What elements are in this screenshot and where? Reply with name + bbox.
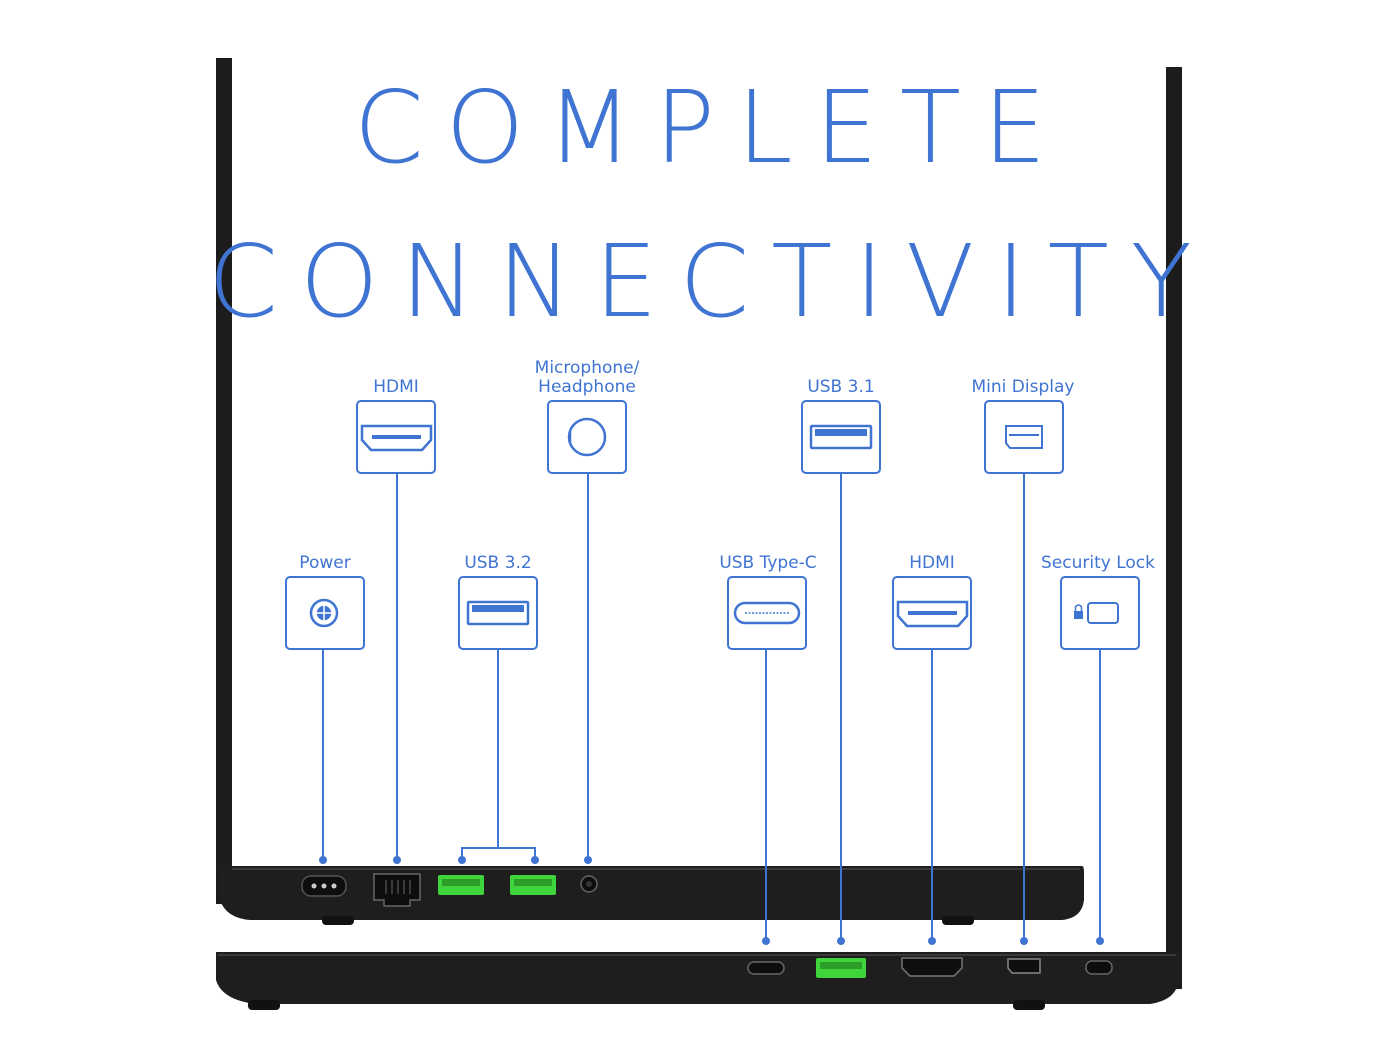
left-laptop-base <box>218 866 1084 920</box>
mini-displayport-icon <box>1005 425 1043 449</box>
physical-ethernet-port <box>373 873 421 907</box>
usb31-icon-box <box>801 400 881 474</box>
power-connector-icon <box>309 598 339 628</box>
physical-hdmi-port <box>901 957 963 977</box>
physical-usb32-port-1 <box>438 875 484 895</box>
audio-icon-box <box>547 400 627 474</box>
left-laptop-screen-edge <box>216 58 232 904</box>
usb32-icon-box <box>458 576 538 650</box>
label-security-lock: Security Lock <box>1041 553 1155 573</box>
usb-a-icon <box>809 424 873 450</box>
physical-usb31-port <box>816 958 866 978</box>
physical-power-port <box>301 875 347 897</box>
audio-jack-icon <box>567 417 607 457</box>
label-hdmi-bottom: HDMI <box>909 553 955 573</box>
title-line-2: CONNECTIVITY <box>208 223 1214 340</box>
security-lock-icon-box <box>1060 576 1140 650</box>
label-hdmi-top: HDMI <box>373 377 419 397</box>
mini-display-icon-box <box>984 400 1064 474</box>
security-lock-icon <box>1074 602 1119 624</box>
label-usb32: USB 3.2 <box>464 553 532 573</box>
hdmi-icon <box>360 424 433 452</box>
physical-security-lock-slot <box>1085 960 1113 975</box>
label-usb31: USB 3.1 <box>807 377 875 397</box>
usb-c-icon <box>733 601 801 625</box>
physical-audio-jack <box>580 875 598 893</box>
label-power: Power <box>299 553 351 573</box>
label-mini-display: Mini Display <box>971 377 1075 397</box>
right-laptop-screen-edge <box>1166 67 1182 989</box>
physical-mini-display-port <box>1007 958 1041 974</box>
hdmi-icon <box>896 600 969 628</box>
physical-usbc-port <box>747 961 785 975</box>
label-microphone-headphone: Microphone/ Headphone <box>534 358 640 397</box>
usb-a-icon <box>466 600 530 626</box>
label-usb-type-c: USB Type-C <box>719 553 817 573</box>
physical-usb32-port-2 <box>510 875 556 895</box>
title-line-1: COMPLETE <box>353 69 1069 186</box>
connector-bracket-usb32 <box>461 847 536 860</box>
